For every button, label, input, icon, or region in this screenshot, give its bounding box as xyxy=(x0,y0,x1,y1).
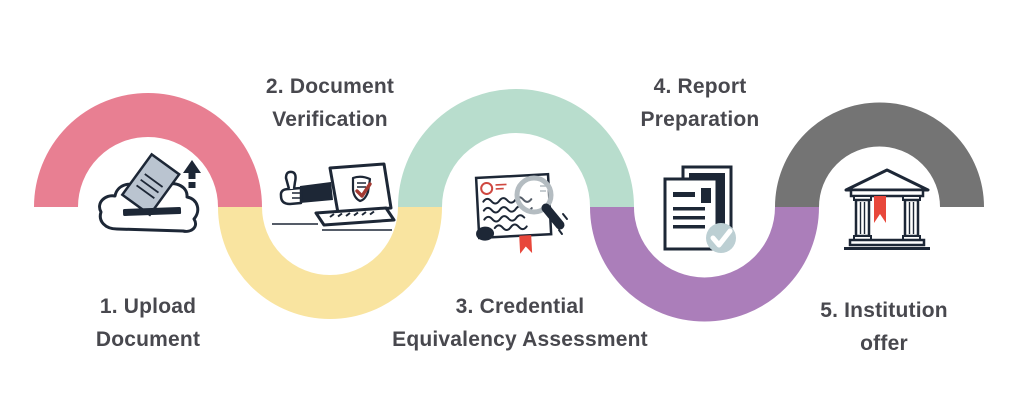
step-2-label-line1: 2. Document xyxy=(265,75,395,98)
credential-assessment-icon xyxy=(474,172,568,254)
step-4-label: 4. Report Preparation xyxy=(590,70,810,136)
step-3-label-line1: 3. Credential xyxy=(455,295,585,318)
arc-step-5 xyxy=(775,102,984,208)
step-5-label: 5. Institution offer xyxy=(774,294,994,360)
step-4-label-line2: Preparation xyxy=(640,108,760,131)
step-3-label-line2: Equivalency Assessment xyxy=(392,328,648,351)
step-1-label-line2: Document xyxy=(95,328,201,351)
step-2-label-line2: Verification xyxy=(272,108,388,131)
step-3-label: 3. Credential Equivalency Assessment xyxy=(370,290,670,356)
arc-step-3 xyxy=(398,89,634,208)
arc-step-1 xyxy=(34,93,262,208)
step-4-label-line1: 4. Report xyxy=(653,75,747,98)
report-preparation-icon xyxy=(663,165,736,253)
upload-document-icon xyxy=(98,152,201,233)
institution-offer-icon xyxy=(844,168,930,250)
arc-step-2 xyxy=(218,206,442,319)
document-verification-icon xyxy=(272,162,396,231)
step-1-label-line1: 1. Upload xyxy=(99,295,197,318)
step-1-label: 1. Upload Document xyxy=(38,290,258,356)
arc-step-4 xyxy=(590,206,819,322)
step-2-label: 2. Document Verification xyxy=(220,70,440,136)
step-5-label-line1: 5. Institution xyxy=(820,299,948,322)
step-5-label-line2: offer xyxy=(860,332,908,355)
